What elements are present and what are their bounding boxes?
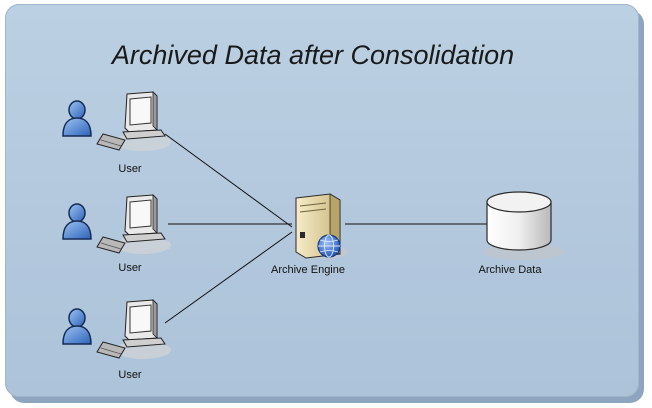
node-archive-data-label: Archive Data bbox=[479, 264, 543, 276]
diagram-title: Archived Data after Consolidation bbox=[111, 40, 515, 70]
node-user-bottom: User bbox=[62, 299, 172, 381]
connector-user-top-engine bbox=[164, 133, 293, 228]
user-workstation-icon bbox=[62, 299, 172, 360]
node-user-top-label: User bbox=[118, 163, 142, 175]
database-cylinder-icon bbox=[484, 191, 564, 260]
node-user-mid: User bbox=[62, 194, 172, 274]
node-user-top: User bbox=[62, 91, 172, 175]
node-archive-engine-label: Archive Engine bbox=[271, 264, 345, 276]
node-archive-data: Archive Data bbox=[479, 191, 564, 276]
user-workstation-icon bbox=[62, 194, 172, 255]
connector-user-bottom-engine bbox=[164, 231, 293, 324]
node-user-bottom-label: User bbox=[118, 369, 142, 381]
node-archive-engine: Archive Engine bbox=[271, 193, 348, 276]
user-workstation-icon bbox=[62, 91, 172, 152]
node-user-mid-label: User bbox=[118, 262, 142, 274]
server-globe-icon bbox=[295, 193, 348, 259]
